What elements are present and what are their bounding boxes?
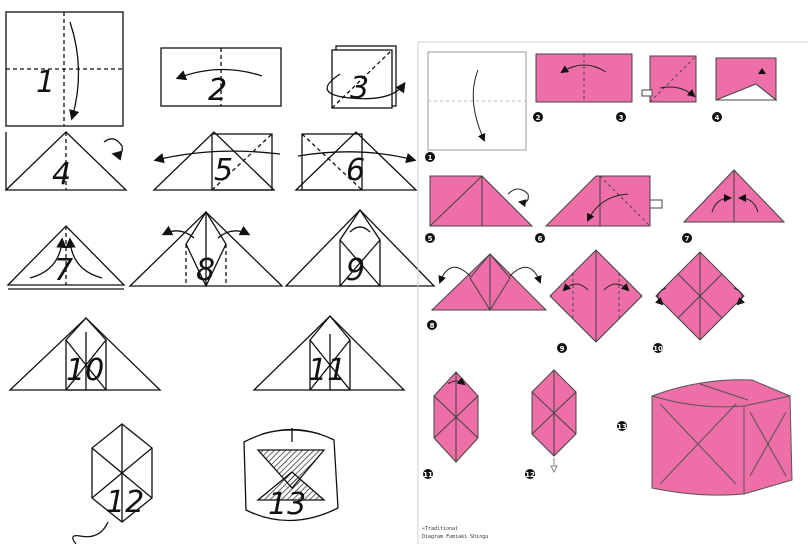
- svg-text:1: 1: [428, 154, 433, 162]
- left-step-4: 4: [6, 132, 126, 192]
- right-step-11: 11: [423, 372, 478, 479]
- left-step-13: 13: [244, 428, 338, 522]
- credit-line-2: Diagram Fumiaki Shingu: [422, 534, 488, 540]
- right-step-2: 2: [533, 54, 632, 122]
- left-step-10: 10: [10, 318, 160, 390]
- left-instructions-panel: 1 2 3 4: [6, 12, 434, 544]
- svg-text:2: 2: [536, 114, 541, 122]
- right-step-7: 7: [682, 170, 784, 243]
- step-label-7: 7: [54, 253, 73, 288]
- svg-text:5: 5: [428, 235, 433, 243]
- svg-text:12: 12: [525, 471, 535, 479]
- right-step-13: 13: [617, 380, 792, 495]
- left-step-12: 12: [73, 424, 152, 544]
- step-label-13: 13: [268, 487, 306, 522]
- right-step-12: 12: [525, 370, 576, 479]
- left-step-8: 8: [130, 212, 282, 288]
- step-label-12: 12: [106, 485, 144, 520]
- svg-text:10: 10: [653, 345, 663, 353]
- svg-text:7: 7: [685, 235, 690, 243]
- step-label-6: 6: [346, 153, 365, 188]
- credit-line-1: «Traditional: [422, 526, 458, 532]
- svg-text:3: 3: [619, 114, 624, 122]
- left-step-2: 2: [161, 48, 281, 108]
- step-label-5: 5: [214, 153, 233, 188]
- svg-text:8: 8: [430, 322, 435, 330]
- right-step-6: 6: [535, 176, 662, 243]
- step-label-8: 8: [196, 253, 215, 288]
- step-label-4: 4: [52, 157, 71, 192]
- right-step-4: 4: [712, 58, 776, 122]
- step-label-3: 3: [350, 71, 369, 106]
- svg-text:4: 4: [715, 114, 720, 122]
- step-label-9: 9: [346, 253, 365, 288]
- right-step-9: 9: [550, 250, 642, 353]
- step-label-1: 1: [36, 65, 55, 100]
- right-step-5: 5: [425, 176, 532, 243]
- right-step-1: 1: [425, 52, 526, 162]
- svg-text:13: 13: [617, 423, 627, 431]
- svg-text:11: 11: [423, 471, 433, 479]
- step-label-10: 10: [66, 353, 104, 388]
- step-label-2: 2: [208, 73, 227, 108]
- left-step-3: 3: [327, 46, 404, 108]
- left-step-11: 11: [254, 316, 404, 390]
- left-step-7: 7: [8, 226, 124, 289]
- left-step-5: 5: [154, 132, 280, 190]
- svg-text:6: 6: [538, 235, 543, 243]
- left-step-6: 6: [296, 132, 416, 190]
- left-step-1: 1: [6, 12, 123, 126]
- svg-text:9: 9: [560, 345, 565, 353]
- right-instructions-panel: 1 2 3 4: [418, 42, 808, 544]
- right-step-8: 8: [427, 254, 546, 330]
- right-step-10: 10: [653, 252, 744, 353]
- step-label-11: 11: [308, 353, 346, 388]
- left-step-9: 9: [286, 210, 434, 288]
